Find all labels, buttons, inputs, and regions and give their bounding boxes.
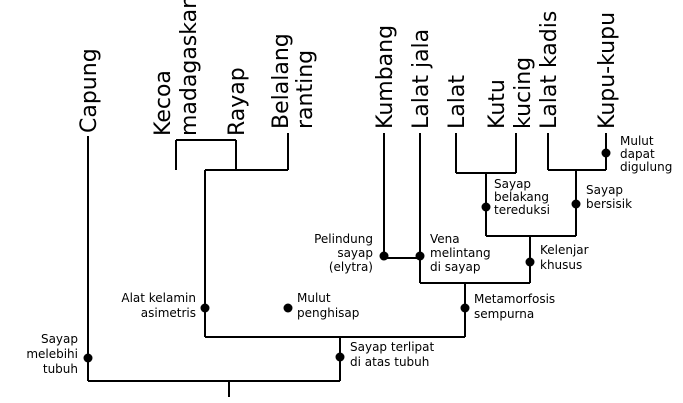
trait-label-sayap-belakang: Sayap — [494, 177, 531, 191]
trait-label-sayap-melebihi: melebihi — [26, 347, 78, 361]
trait-label-alat-kelamin: Alat kelamin — [121, 291, 196, 305]
trait-label-sayap-belakang: belakang — [494, 190, 549, 204]
trait-label-vena: melintang — [430, 246, 491, 260]
trait-dot — [335, 352, 345, 362]
trait-label-mulut-digulung: digulung — [620, 160, 672, 174]
trait-label-pelindung: sayap — [337, 246, 373, 260]
trait-label-sayap-melebihi: Sayap — [41, 332, 78, 346]
trait-label-metamorfosis: Metamorfosis — [474, 292, 555, 306]
trait-label-kelenjar: Kelenjar — [540, 243, 589, 257]
trait-label-sayap-bersisik: bersisik — [586, 197, 632, 211]
taxon-label-belalang: Belalang — [269, 33, 294, 129]
trait-label-sayap-belakang: tereduksi — [494, 203, 550, 217]
taxon-label-kumbang: Kumbang — [373, 25, 398, 129]
taxon-label-kutu: Kutu — [485, 79, 510, 129]
taxon-label-kupu: Kupu-kupu — [595, 12, 620, 129]
trait-dot — [601, 148, 611, 158]
trait-dot — [415, 251, 425, 261]
trait-label-pelindung: Pelindung — [314, 232, 373, 246]
taxon-label-kecoa: madagaskar — [177, 0, 202, 136]
trait-dot — [379, 251, 389, 261]
trait-dot — [460, 303, 470, 313]
trait-label-sayap-terlipat: Sayap terlipat — [350, 340, 435, 354]
trait-dot — [283, 303, 293, 313]
taxon-label-belalang: ranting — [293, 50, 318, 129]
trait-dot — [525, 257, 535, 267]
trait-label-alat-kelamin: asimetris — [141, 306, 196, 320]
taxon-label-rayap: Rayap — [225, 67, 250, 136]
taxon-label-kutu: kucing — [511, 57, 536, 129]
trait-label-mulut-penghisap: penghisap — [297, 306, 359, 320]
trait-dot — [200, 303, 210, 313]
trait-label-vena: di sayap — [430, 260, 480, 274]
trait-dot — [571, 199, 581, 209]
taxon-label-kecoa: Kecoa — [151, 70, 176, 136]
taxon-label-capung: Capung — [77, 48, 102, 133]
taxon-label-lalat-kadis: Lalat kadis — [537, 11, 562, 129]
trait-label-metamorfosis: sempurna — [474, 307, 534, 321]
trait-label-mulut-penghisap: Mulut — [297, 291, 331, 305]
trait-label-kelenjar: khusus — [540, 258, 582, 272]
trait-markers — [83, 148, 611, 363]
trait-label-mulut-digulung: dapat — [620, 147, 655, 161]
trait-dot — [83, 353, 93, 363]
trait-label-mulut-digulung: Mulut — [620, 134, 654, 148]
trait-label-vena: Vena — [430, 232, 460, 246]
trait-label-sayap-bersisik: Sayap — [586, 183, 623, 197]
trait-label-pelindung: (elytra) — [329, 260, 373, 274]
taxon-label-lalat: Lalat — [445, 75, 470, 129]
taxon-label-lalat-jala: Lalat jala — [409, 29, 434, 129]
trait-label-sayap-terlipat: di atas tubuh — [350, 355, 429, 369]
trait-label-sayap-melebihi: tubuh — [43, 362, 78, 376]
trait-dot — [481, 202, 491, 212]
